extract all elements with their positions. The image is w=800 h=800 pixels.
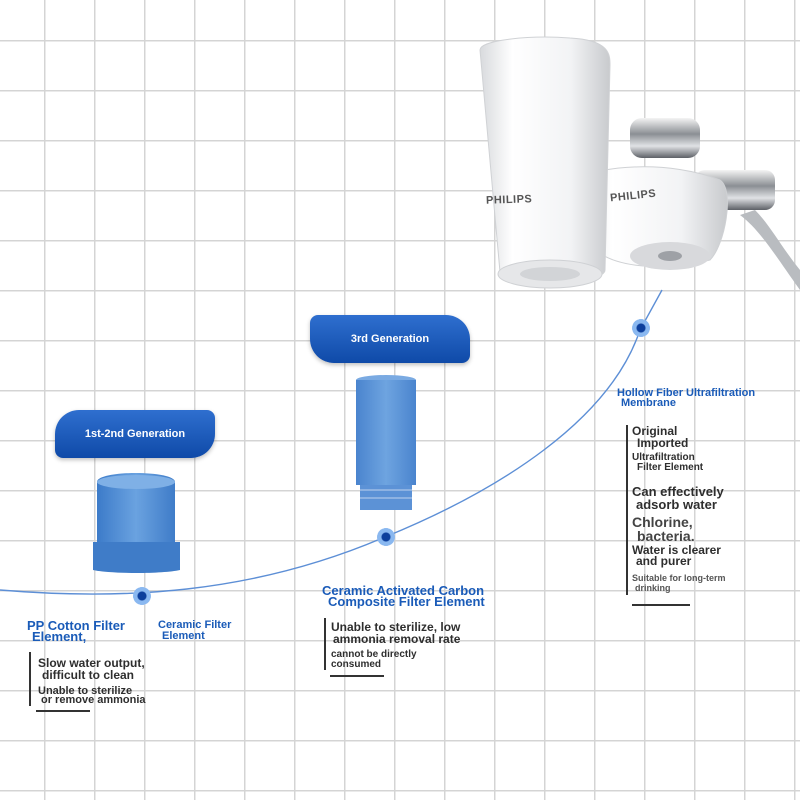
pp-cotton-filter-title: PP Cotton Filter Element, [27, 618, 125, 644]
latest-generation-marker [632, 319, 650, 337]
third-generation-underline [330, 675, 384, 677]
first-generation-cons: Slow water output, difficult to clean Un… [38, 656, 146, 706]
third-generation-label: 3rd Generation [350, 333, 430, 345]
first-second-generation-label: 1st-2nd Generation [84, 428, 186, 440]
latest-generation-divider [626, 425, 628, 595]
third-generation-divider [324, 618, 326, 670]
third-generation-badge: 3rd Generation [310, 315, 470, 363]
first-generation-divider [29, 652, 31, 706]
ceramic-carbon-filter-title: Ceramic Activated Carbon Composite Filte… [322, 583, 485, 609]
latest-generation-underline [632, 604, 690, 606]
latest-generation-points: Original Imported Ultrafiltration Filter… [632, 424, 726, 593]
ceramic-filter-title: Ceramic Filter Element [158, 619, 232, 642]
brand-logo-cylinder: PHILIPS [485, 193, 533, 207]
hollow-fiber-title: Hollow Fiber Ultrafiltration Membrane [617, 387, 756, 409]
pp-cotton-cartridge-image [92, 470, 182, 575]
ceramic-carbon-cartridge-image [353, 372, 419, 512]
third-generation-marker [377, 528, 395, 546]
first-generation-marker [133, 587, 151, 605]
third-generation-cons: Unable to sterilize, low ammonia removal… [331, 620, 461, 670]
first-generation-underline [36, 710, 90, 712]
first-second-generation-badge: 1st-2nd Generation [55, 410, 215, 458]
faucet-filter-product-image: PHILIPS PHILIPS [470, 30, 800, 300]
